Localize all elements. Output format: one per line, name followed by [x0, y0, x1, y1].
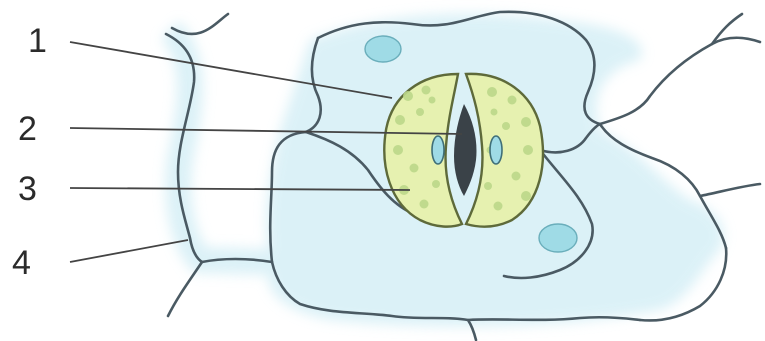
nucleus-top: [365, 36, 401, 62]
label-1: 1: [28, 24, 47, 58]
label-2: 2: [18, 112, 37, 146]
label-4: 4: [12, 246, 31, 280]
guard-nucleus-left: [432, 136, 444, 164]
nucleus-bottom: [539, 224, 577, 252]
label-3: 3: [18, 172, 37, 206]
pointer-line-4: [70, 240, 188, 262]
guard-nucleus-right: [490, 136, 502, 164]
